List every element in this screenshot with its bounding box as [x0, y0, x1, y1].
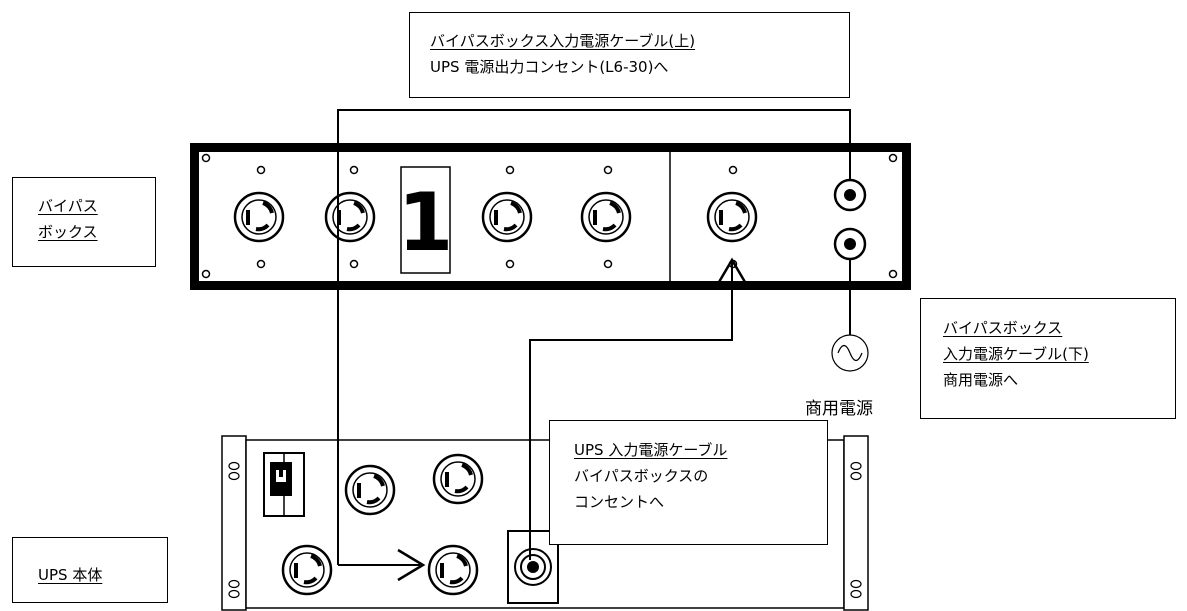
callout-bypass-input-top-title: バイパスボックス入力電源ケーブル(上): [430, 32, 696, 50]
bypass-input-cable-top: [337, 109, 851, 565]
twist-lock-outlet-icon: [481, 191, 533, 243]
ups-input-cable: [529, 262, 733, 560]
twist-lock-outlet-icon: [324, 191, 376, 243]
callout-bypass-box-line2: ボックス: [38, 223, 98, 241]
twist-lock-outlet-icon: [344, 464, 396, 516]
bypass-input-socket-bottom: [833, 227, 867, 261]
callout-ups-body: UPS 本体: [12, 537, 168, 603]
callout-bypass-input-bottom-line3: 商用電源へ: [943, 371, 1019, 389]
bypass-input-socket-top: [833, 178, 867, 212]
callout-bypass-input-top: バイパスボックス入力電源ケーブル(上) UPS 電源出力コンセント(L6-30)…: [409, 12, 850, 98]
cables: [337, 109, 851, 582]
twist-lock-outlet-icon: [427, 544, 479, 596]
callout-bypass-input-bottom: バイパスボックス 入力電源ケーブル(下) 商用電源へ: [920, 298, 1176, 419]
arrow-icon: [717, 257, 747, 283]
callout-ups-body-label: UPS 本体: [38, 566, 103, 584]
bypass-box: 1: [190, 143, 911, 290]
panel-number: 1: [398, 176, 454, 269]
twist-lock-outlet-icon: [281, 544, 333, 596]
callout-ups-input: UPS 入力電源ケーブル バイパスボックスの コンセントへ: [549, 420, 828, 545]
callout-ups-input-line3: コンセントへ: [574, 493, 665, 511]
twist-lock-outlet-icon: [233, 191, 285, 243]
arrow-icon: [397, 548, 426, 582]
breaker-switch-icon: [263, 452, 305, 517]
callout-bypass-input-bottom-line1: バイパスボックス: [943, 319, 1063, 337]
callout-bypass-input-bottom-line2: 入力電源ケーブル(下): [943, 345, 1089, 363]
callout-bypass-input-top-line2: UPS 電源出力コンセント(L6-30)へ: [430, 58, 669, 76]
callout-ups-input-line2: バイパスボックスの: [574, 467, 709, 485]
commercial-power-label: 商用電源: [805, 399, 873, 419]
callout-ups-input-title: UPS 入力電源ケーブル: [574, 441, 728, 459]
twist-lock-outlet-icon: [580, 191, 632, 243]
twist-lock-outlet-icon: [432, 453, 484, 505]
twist-lock-outlet-icon: [706, 191, 758, 243]
ac-source-icon: [831, 334, 869, 372]
callout-bypass-box-line1: バイパス: [38, 197, 98, 215]
ups-input-connector: [507, 530, 559, 604]
panel-number-box: [400, 166, 451, 274]
callout-bypass-box: バイパス ボックス: [12, 177, 156, 267]
